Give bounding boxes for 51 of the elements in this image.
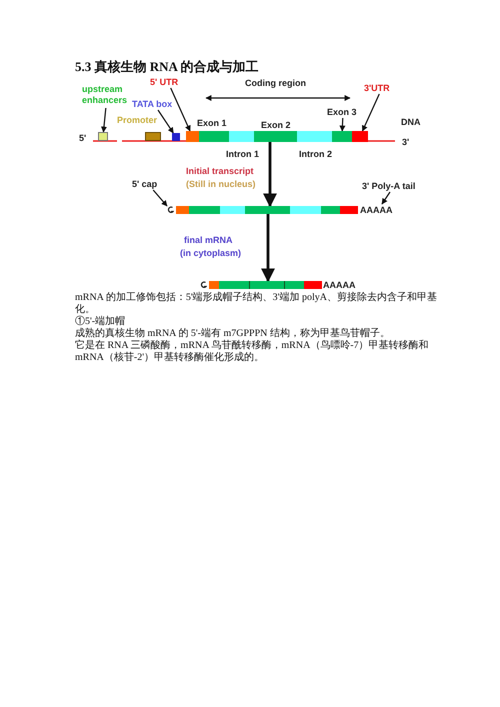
arrow [362, 94, 380, 132]
gene-bar [186, 131, 368, 142]
cap-label: 5' cap [132, 178, 164, 190]
segment-label: Intron 1 [226, 148, 259, 161]
arrow [101, 108, 107, 133]
exon-segment [254, 131, 297, 142]
region-label: Coding region [245, 77, 306, 90]
promoter-box [145, 132, 161, 141]
segment-label: Exon 1 [197, 117, 227, 130]
arrow [263, 142, 277, 208]
poly-a-tail: AAAAA [360, 204, 396, 216]
heading: ①5'-端加帽 [75, 316, 126, 328]
dna-label: DNA [401, 116, 420, 129]
stage-label: (Still in nucleus) [186, 178, 256, 191]
enhancer-box [98, 132, 108, 141]
exon-segment [332, 131, 352, 142]
title: 5.3 真核生物 RNA 的合成与加工 [75, 58, 258, 76]
cap-icon [167, 205, 174, 215]
cap-icon [200, 280, 207, 290]
utr-label: 5' UTR [150, 76, 186, 88]
paragraph: 成熟的真核生物 mRNA 的 5'-端有 m7GPPPN 结构，称为甲基鸟苷帽子。 [75, 328, 391, 340]
utr-segment [352, 131, 368, 142]
segment-label: Promoter [117, 114, 158, 127]
utr-label: 3'UTR [364, 82, 400, 94]
enhancer-label: upstream enhancers [82, 84, 132, 108]
exon-label: Exon 3 [327, 106, 359, 118]
arrow [158, 110, 174, 134]
poly-a-label: 3' Poly-A tail [362, 180, 426, 192]
stage-label: final mRNA [184, 234, 233, 247]
intron-segment [297, 131, 332, 142]
mrna-bar [209, 281, 322, 289]
strand-end-label: 5' [79, 132, 86, 145]
tata-label: TATA box [132, 98, 176, 110]
strand-end-label: 3' [402, 136, 410, 149]
exon-segment [199, 131, 229, 142]
paragraph: mRNA 的加工修饰包括：5'端形成帽子结构、3'端加 polyA、剪接除去内含子和甲基化。 [75, 292, 438, 316]
arrow [339, 118, 346, 132]
intron-segment [229, 131, 254, 142]
stage-label: (in cytoplasm) [180, 247, 242, 260]
segment-label: Intron 2 [299, 148, 332, 161]
arrow [152, 190, 168, 206]
segment-label: Exon 2 [261, 119, 291, 132]
utr-segment [186, 131, 199, 142]
tata-box [172, 133, 180, 141]
arrow [261, 214, 275, 282]
arrow [382, 192, 390, 204]
poly-a-tail: AAAAA [323, 279, 359, 291]
paragraph: 它是在 RNA 三磷酸酶，mRNA 鸟苷酰转移酶，mRNA（鸟嘌呤-7）甲基转移酶和 mRNA（核苷-2'）甲基转移酶催化形成的。 [75, 340, 430, 364]
arrow [170, 88, 191, 132]
stage-label: Initial transcript [186, 165, 254, 178]
transcript-bar [176, 206, 358, 214]
